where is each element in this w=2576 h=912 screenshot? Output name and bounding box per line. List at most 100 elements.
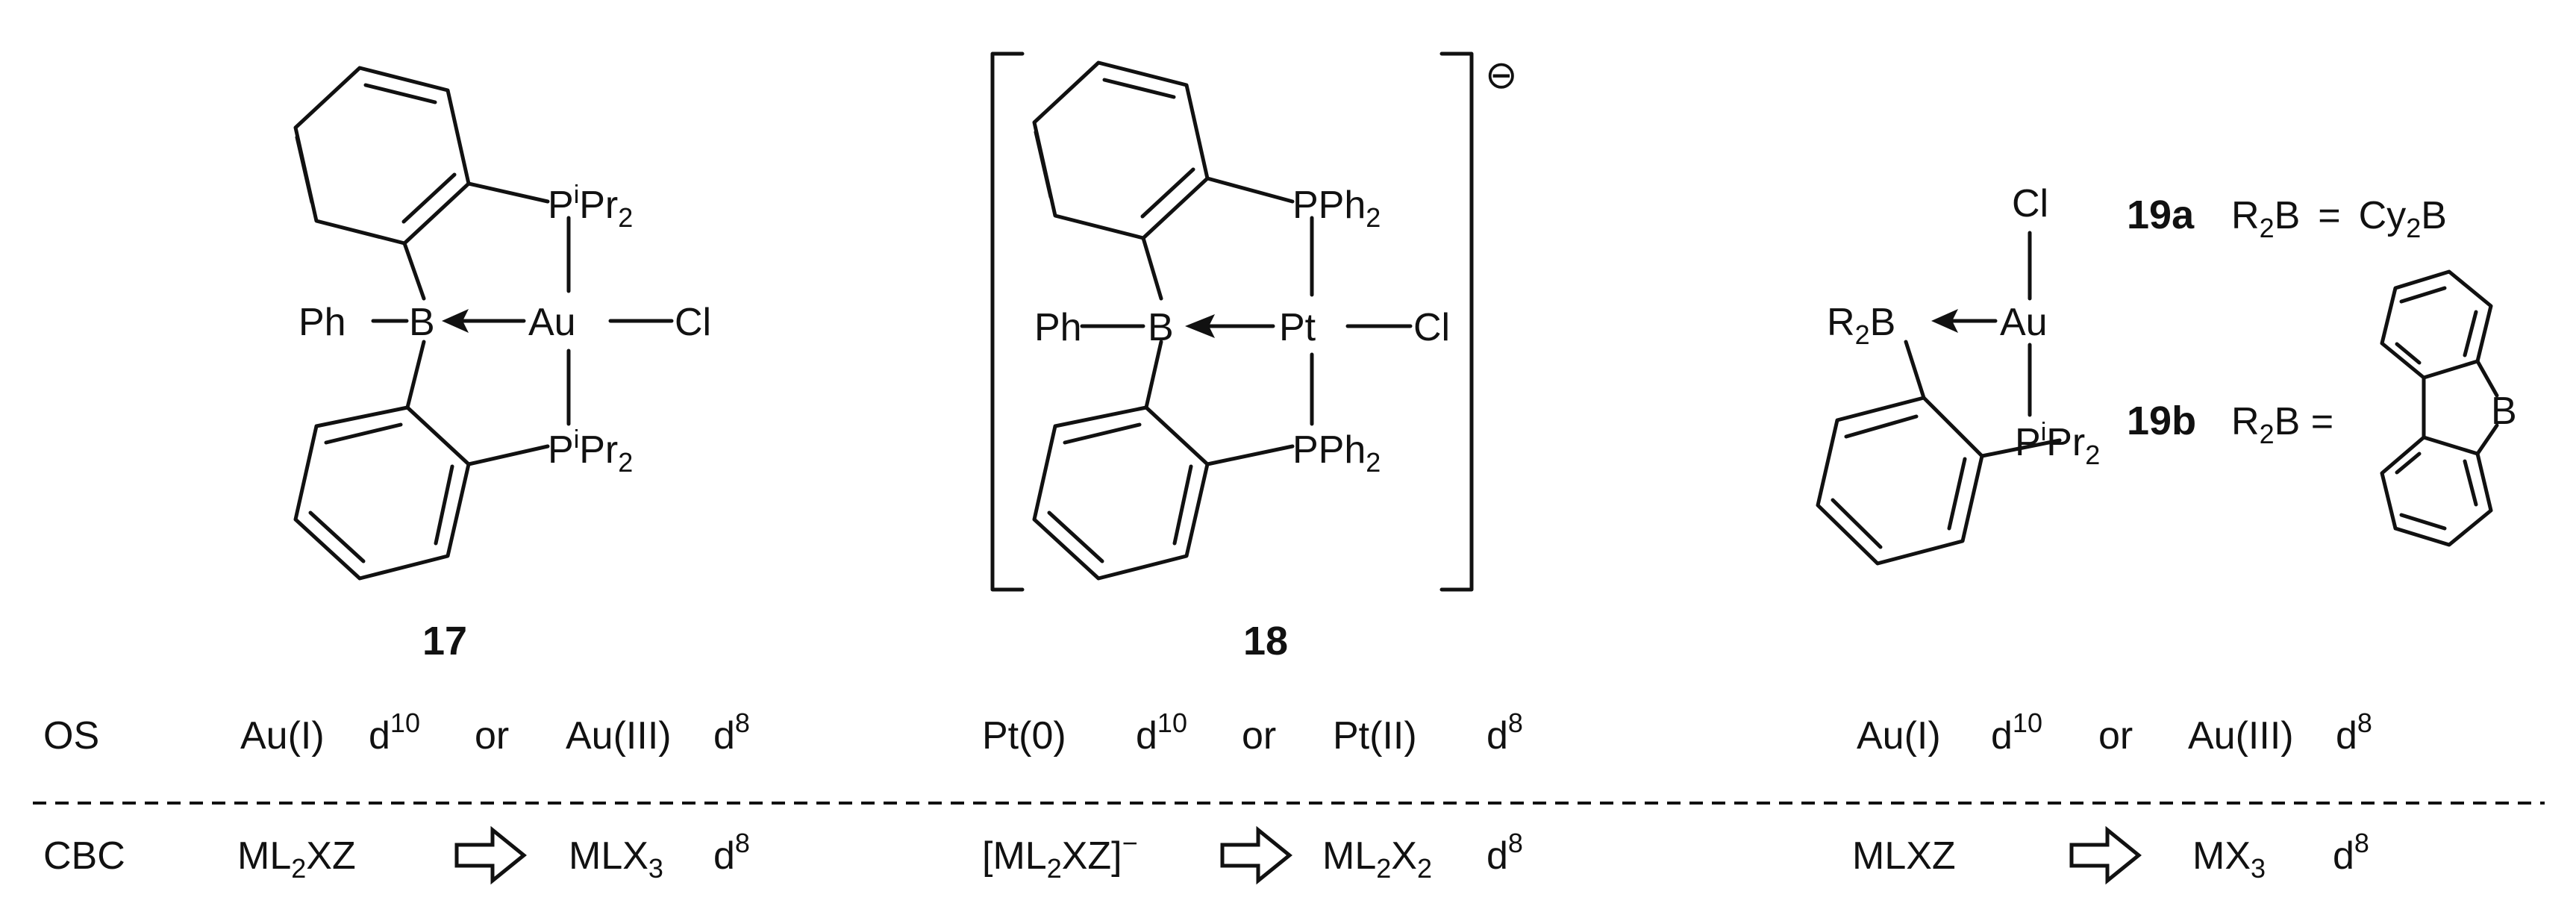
c17-top-ring-inner-bond-2 xyxy=(401,172,457,224)
compound-19-structure: Cl R2B Au PiPr2 19a R2B=Cy2B 19b R2B = xyxy=(1816,182,2517,566)
compound-18-structure: ⊖ Ph B Pt Cl PPh2 PPh2 18 xyxy=(990,51,1518,663)
c18-top-ring-inner-bond-3 xyxy=(1034,130,1053,199)
c18-bottom-ring-inner-bond-2 xyxy=(1047,510,1104,563)
cbc-c18-conversion-arrow xyxy=(1220,825,1292,885)
c18-ph-label: Ph xyxy=(1034,306,1082,349)
c17-top-ring-inner-bond-3 xyxy=(295,135,314,204)
c17-phosphine-bottom-label: PiPr2 xyxy=(548,425,633,478)
c19b-lower-ring-inner-bond-3 xyxy=(2399,513,2447,531)
c19b-lower-benzene-ring xyxy=(2380,435,2493,547)
os-c17-d10: d10 xyxy=(369,708,420,758)
c17-bond-ring-p-bottom xyxy=(466,444,550,466)
c18-dative-arrow-head xyxy=(1185,314,1215,338)
c18-phosphine-bottom-label: PPh2 xyxy=(1292,428,1381,478)
oxidation-state-row: OS Au(I) d10 or Au(III) d8 Pt(0) d10 or … xyxy=(43,708,2372,758)
c18-platinum-label: Pt xyxy=(1279,306,1316,349)
cbc-c17-to: MLX3 xyxy=(569,834,663,884)
c18-anion-charge: ⊖ xyxy=(1485,54,1518,97)
c19b-bond-b-upper xyxy=(2475,359,2499,398)
c19b-r2b-definition: R2B = xyxy=(2231,400,2333,449)
cbc-c19-conversion-arrow xyxy=(2069,825,2142,885)
os-c19-or: or xyxy=(2098,714,2133,758)
c17-bond-ring-p-top xyxy=(466,181,550,204)
c17-ph-label: Ph xyxy=(298,301,346,344)
c18-left-bracket xyxy=(990,51,1025,592)
c18-top-benzene-ring xyxy=(1032,60,1210,240)
c18-boron-label: B xyxy=(1148,306,1174,349)
cbc-c17-d8: d8 xyxy=(713,828,750,878)
c17-gold-label: Au xyxy=(528,301,576,344)
c18-bond-ring-p-top xyxy=(1205,176,1295,204)
c18-right-bracket xyxy=(1439,51,1474,592)
os-c19-au-i: Au(I) xyxy=(1857,714,1941,758)
os-c17-or: or xyxy=(475,714,509,758)
c18-bond-ring-b-top xyxy=(1141,236,1163,301)
os-c19-d8: d8 xyxy=(2336,708,2372,758)
cbc-row: CBC ML2XZ MLX3 d8 [ML2XZ]− ML2X2 d8 MLXZ… xyxy=(43,825,2369,885)
cbc-c18-d8: d8 xyxy=(1486,828,1523,878)
c17-phosphine-top-label: PiPr2 xyxy=(548,181,633,233)
compound-18-label: 18 xyxy=(1243,619,1288,663)
c19a-r2b-definition: R2B=Cy2B xyxy=(2231,194,2447,243)
c19b-lower-ring-inner-bond-1 xyxy=(2395,452,2422,475)
c18-chlorine-label: Cl xyxy=(1413,306,1450,349)
compound-17-label: 17 xyxy=(422,619,467,663)
c19b-boron-label: B xyxy=(2491,390,2517,433)
os-c18-d8: d8 xyxy=(1486,708,1523,758)
os-c17-d8: d8 xyxy=(713,708,750,758)
os-c18-pt-ii: Pt(II) xyxy=(1333,714,1417,758)
c17-boron-label: B xyxy=(409,301,435,344)
os-c18-pt-0: Pt(0) xyxy=(982,714,1066,758)
c19-gold-label: Au xyxy=(2000,301,2048,344)
c19b-upper-ring-inner-bond-3 xyxy=(2395,342,2422,365)
c17-dative-arrow-head xyxy=(442,309,469,333)
c18-bottom-ring-inner-bond-3 xyxy=(1063,422,1142,445)
os-c17-au-iii: Au(III) xyxy=(566,714,672,758)
cbc-c17-from: ML2XZ xyxy=(237,834,356,884)
os-c19-au-iii: Au(III) xyxy=(2188,714,2294,758)
c19-ring-inner-bond-2 xyxy=(1831,498,1883,549)
c17-top-benzene-ring xyxy=(293,66,471,246)
cbc-c18-to: ML2X2 xyxy=(1322,834,1432,884)
c19b-borafluorene-structure: B xyxy=(2380,269,2517,547)
c18-bond-ring-b-bottom xyxy=(1144,340,1163,410)
cbc-row-label: CBC xyxy=(43,834,125,878)
c18-top-ring-inner-bond-1 xyxy=(1102,78,1176,99)
c19-bond-ring-b xyxy=(1904,340,1926,400)
cbc-c17-conversion-arrow xyxy=(454,825,527,885)
c19-bond-ring-p xyxy=(1980,438,2062,458)
compound-17-structure: Ph B Au Cl PiPr2 PiPr2 17 xyxy=(293,66,711,663)
c18-top-ring-inner-bond-2 xyxy=(1140,167,1195,219)
c17-bottom-benzene-ring xyxy=(293,405,471,581)
c18-bottom-benzene-ring xyxy=(1032,405,1210,581)
c17-bond-ring-b-bottom xyxy=(405,340,426,410)
cbc-c19-to: MX3 xyxy=(2192,834,2266,884)
c19-chlorine-label: Cl xyxy=(2012,182,2048,225)
c19-r2b-label: R2B xyxy=(1827,301,1895,350)
c17-bottom-ring-inner-bond-2 xyxy=(308,510,366,563)
os-c17-au-i: Au(I) xyxy=(240,714,325,758)
os-row-label: OS xyxy=(43,714,99,758)
os-c18-d10: d10 xyxy=(1136,708,1187,758)
c19b-bond-b-lower xyxy=(2475,423,2499,456)
c19-ring-inner-bond-3 xyxy=(1844,414,1919,439)
c19-ring-inner-bond-1 xyxy=(1947,457,1967,531)
c19b-upper-ring-inner-bond-1 xyxy=(2399,286,2447,304)
c19-dative-arrow-head xyxy=(1931,309,1958,333)
cbc-c18-from: [ML2XZ]− xyxy=(982,828,1138,884)
c17-bond-ring-b-top xyxy=(402,241,426,301)
os-c18-or: or xyxy=(1242,714,1276,758)
c19b-lower-ring-inner-bond-2 xyxy=(2463,459,2478,507)
compound-19a-label: 19a xyxy=(2127,193,2195,237)
c18-bottom-ring-inner-bond-1 xyxy=(1172,464,1193,546)
c19b-upper-ring-inner-bond-2 xyxy=(2463,310,2478,357)
compound-19b-label: 19b xyxy=(2127,399,2196,443)
c17-top-ring-inner-bonds xyxy=(363,83,437,104)
c19-phosphine-label: PiPr2 xyxy=(2015,418,2100,470)
c17-bottom-ring-inner-bond-1 xyxy=(434,464,454,546)
cbc-c19-from: MLXZ xyxy=(1852,834,1956,878)
os-c19-d10: d10 xyxy=(1991,708,2042,758)
cbc-c19-d8: d8 xyxy=(2333,828,2369,878)
c18-bond-ring-p-bottom xyxy=(1205,444,1295,466)
